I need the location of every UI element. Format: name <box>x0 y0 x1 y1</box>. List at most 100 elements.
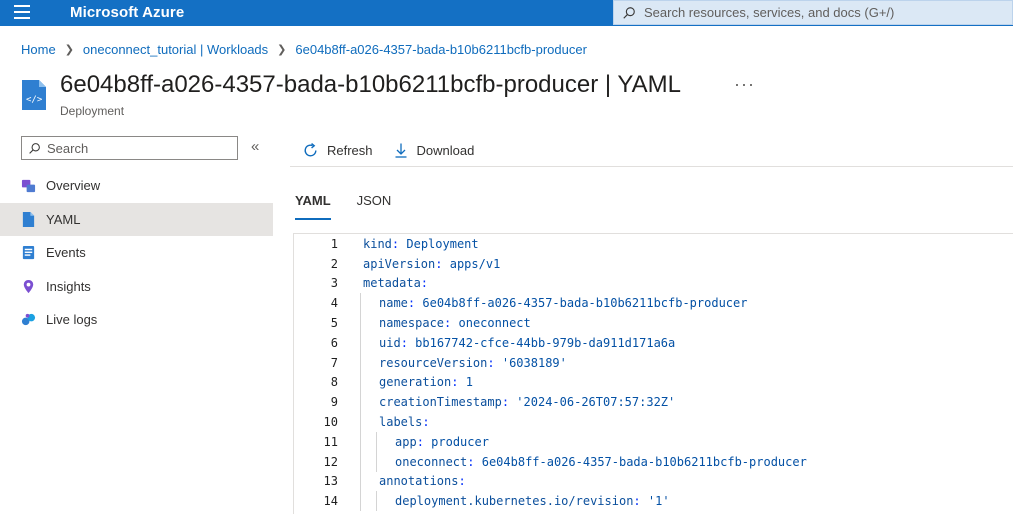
indent-guide <box>360 471 361 492</box>
more-options-button[interactable]: ··· <box>734 74 755 94</box>
top-bar: Microsoft Azure Search resources, servic… <box>0 0 1013 26</box>
code-text: uid: bb167742-cfce-44bb-979b-da911d171a6… <box>379 335 676 350</box>
code-text: labels: <box>379 415 430 430</box>
sidebar-item-label: Insights <box>46 278 91 294</box>
yaml-key: apiVersion <box>363 256 436 271</box>
sidebar-nav: Overview YAML Events Insights Live logs <box>0 169 273 337</box>
code-text: app: producer <box>395 434 489 449</box>
yaml-doc-icon <box>22 211 35 227</box>
live-logs-icon <box>21 314 36 326</box>
sidebar-item-insights[interactable]: Insights <box>0 270 273 304</box>
code-line: 1 kind: Deployment <box>294 234 1013 254</box>
yaml-key: name <box>379 296 408 311</box>
tab-yaml[interactable]: YAML <box>295 193 331 220</box>
indent-guide <box>360 491 361 512</box>
yaml-key: labels <box>379 415 423 430</box>
code-text: generation: 1 <box>379 375 473 390</box>
download-icon <box>395 143 407 158</box>
code-line: 12 oneconnect: 6e04b8ff-a026-4357-bada-b1… <box>294 451 1013 472</box>
sidebar-search-input[interactable]: Search <box>21 136 238 160</box>
sidebar-item-yaml[interactable]: YAML <box>0 202 273 236</box>
breadcrumb: Home ❯ oneconnect_tutorial | Workloads ❯… <box>21 42 587 57</box>
hamburger-menu-icon[interactable] <box>14 5 30 19</box>
breadcrumb-deployment[interactable]: 6e04b8ff-a026-4357-bada-b10b6211bcfb-pro… <box>295 42 587 57</box>
yaml-key: kind <box>363 236 392 251</box>
yaml-key: app <box>395 434 417 449</box>
code-text: creationTimestamp: '2024-06-26T07:57:32Z… <box>379 395 676 410</box>
indent-guide <box>376 431 377 452</box>
indent-guide <box>360 332 361 353</box>
line-number: 8 <box>330 375 338 390</box>
code-text: kind: Deployment <box>363 236 479 251</box>
yaml-value: 1 <box>465 375 473 390</box>
code-text: metadata: <box>363 276 429 291</box>
search-icon <box>29 142 40 154</box>
code-line: 6 uid: bb167742-cfce-44bb-979b-da911d171a… <box>294 332 1013 353</box>
yaml-key: deployment.kubernetes.io/revision <box>395 494 634 509</box>
sidebar-item-live-logs[interactable]: Live logs <box>0 303 273 337</box>
indent-guide <box>360 313 361 333</box>
deployment-file-icon: </> <box>22 80 46 110</box>
brand-title[interactable]: Microsoft Azure <box>70 4 185 21</box>
sidebar-item-label: Overview <box>46 178 101 194</box>
code-line: 14 deployment.kubernetes.io/revision: '1' <box>294 491 1013 512</box>
code-text: deployment.kubernetes.io/revision: '1' <box>395 494 670 509</box>
indent-guide <box>360 431 361 452</box>
chevron-right-icon: ❯ <box>277 44 287 56</box>
code-line: 8 generation: 1 <box>294 372 1013 393</box>
code-text: oneconnect: 6e04b8ff-a026-4357-bada-b10b… <box>395 454 807 469</box>
sidebar-item-overview[interactable]: Overview <box>0 169 273 203</box>
search-icon <box>623 6 635 19</box>
sidebar-item-label: Events <box>46 245 86 261</box>
sidebar-item-events[interactable]: Events <box>0 236 273 270</box>
svg-text:</>: </> <box>26 95 43 105</box>
download-label: Download <box>416 143 475 158</box>
sidebar-item-label: Live logs <box>46 312 98 328</box>
yaml-value: apps/v1 <box>449 256 501 271</box>
global-search-input[interactable]: Search resources, services, and docs (G+… <box>613 0 1013 25</box>
sidebar-item-label: YAML <box>46 211 81 227</box>
indent-guide <box>360 451 361 472</box>
download-button[interactable]: Download <box>393 142 475 159</box>
yaml-value: Deployment <box>406 236 479 251</box>
resource-type-subtitle: Deployment <box>60 104 125 118</box>
indent-guide <box>360 293 361 314</box>
page-title: 6e04b8ff-a026-4357-bada-b10b6211bcfb-pro… <box>60 71 681 98</box>
refresh-button[interactable]: Refresh <box>302 142 373 159</box>
line-number: 12 <box>323 454 338 469</box>
line-number: 1 <box>330 236 338 251</box>
yaml-key: oneconnect <box>395 454 468 469</box>
global-search-placeholder: Search resources, services, and docs (G+… <box>644 5 895 20</box>
line-number: 4 <box>330 296 338 311</box>
yaml-key: annotations <box>379 474 459 489</box>
code-text: namespace: oneconnect <box>379 316 531 331</box>
yaml-value: oneconnect <box>458 316 531 331</box>
insights-icon <box>23 279 34 293</box>
yaml-value: '1' <box>647 494 670 509</box>
tab-json[interactable]: JSON <box>356 193 392 208</box>
yaml-key: generation <box>379 375 452 390</box>
yaml-key: namespace <box>379 316 445 331</box>
yaml-value: 6e04b8ff-a026-4357-bada-b10b6211bcfb-pro… <box>422 296 748 311</box>
refresh-label: Refresh <box>327 143 373 158</box>
collapse-sidebar-icon[interactable]: « <box>251 138 260 155</box>
yaml-value: '2024-06-26T07:57:32Z' <box>516 395 676 410</box>
yaml-value: bb167742-cfce-44bb-979b-da911d171a6a <box>415 335 676 350</box>
line-number: 7 <box>330 355 338 370</box>
line-number: 14 <box>323 494 338 509</box>
breadcrumb-workloads[interactable]: oneconnect_tutorial | Workloads <box>82 42 269 57</box>
command-bar: Refresh Download <box>290 135 1013 167</box>
line-number: 6 <box>330 335 338 350</box>
breadcrumb-home[interactable]: Home <box>21 42 56 57</box>
indent-guide <box>360 372 361 393</box>
line-number: 2 <box>330 256 338 271</box>
